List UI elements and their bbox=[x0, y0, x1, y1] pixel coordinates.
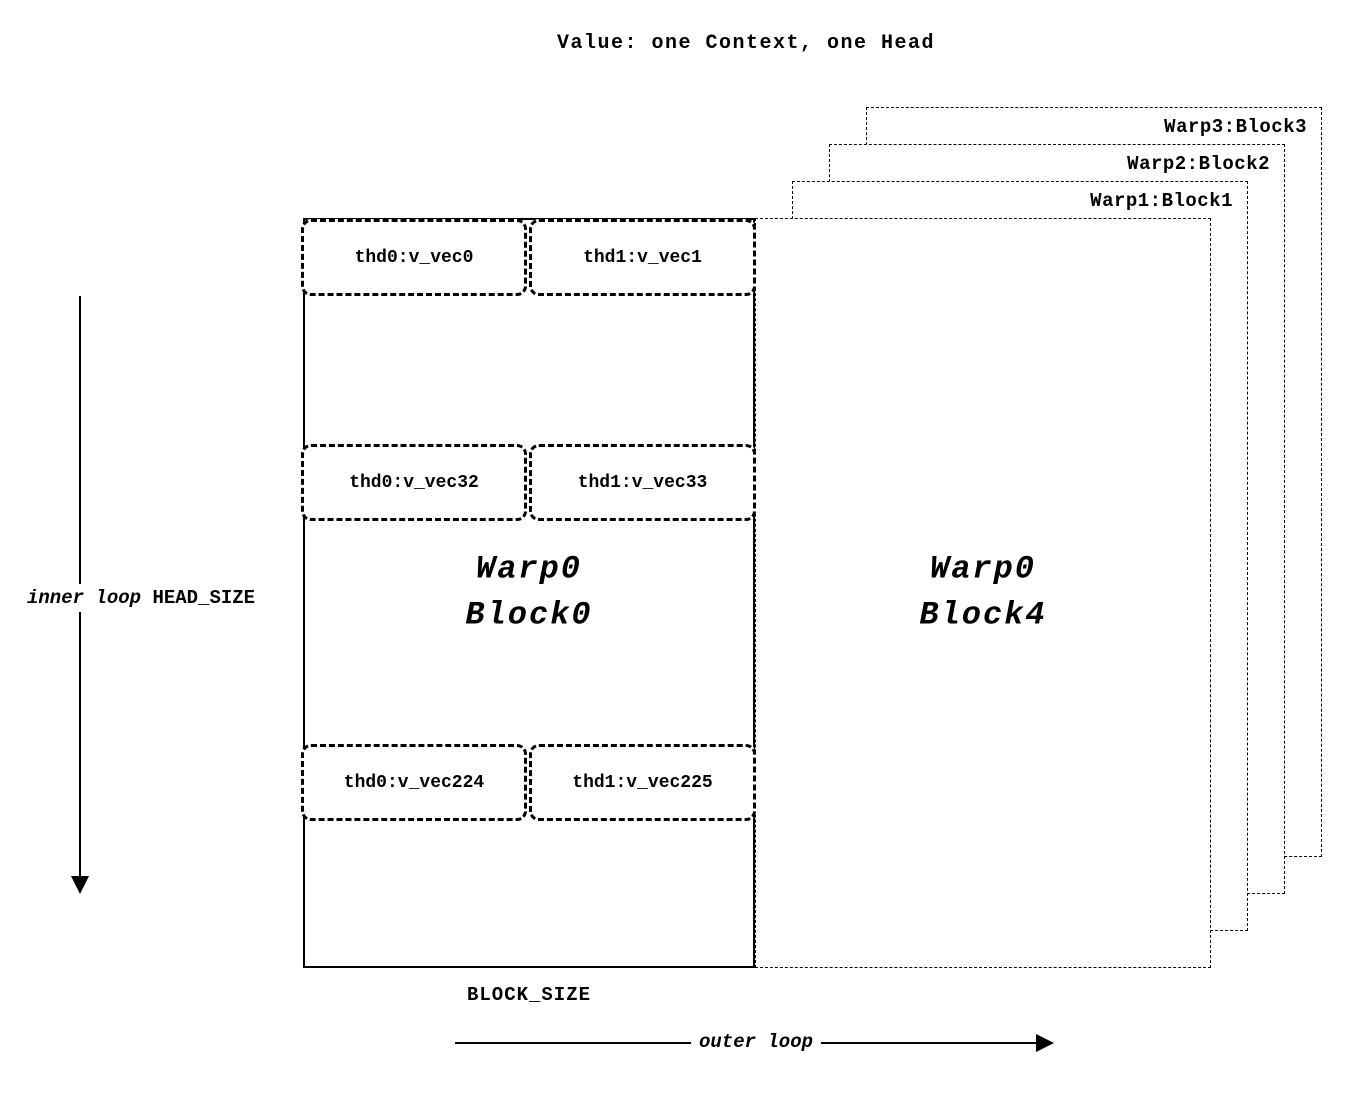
cell-thd0-v_vec0: thd0:v_vec0 bbox=[301, 219, 527, 296]
cell-thd1-v_vec33: thd1:v_vec33 bbox=[529, 444, 756, 521]
warp0-block0-label-line1: Warp0 bbox=[475, 550, 582, 588]
warp0-block0-rect: Warp0 Block0 bbox=[303, 218, 755, 968]
cell-thd1-v_vec225: thd1:v_vec225 bbox=[529, 744, 756, 821]
diagram-title: Value: one Context, one Head bbox=[556, 32, 936, 55]
inner-loop-arrow-down-icon bbox=[71, 876, 89, 894]
warp0-block0-label: Warp0 Block0 bbox=[465, 547, 592, 640]
warp0-block4-label-line2: Block4 bbox=[919, 597, 1047, 634]
warp2-block2-label: Warp2:Block2 bbox=[1127, 153, 1270, 175]
head-size-text: HEAD_SIZE bbox=[152, 587, 256, 609]
cell-thd1-v_vec1: thd1:v_vec1 bbox=[529, 219, 756, 296]
warp0-block0-label-line2: Block0 bbox=[465, 597, 593, 634]
warp0-block4-rect: Warp0 Block4 bbox=[755, 218, 1211, 968]
block-size-axis-label: BLOCK_SIZE bbox=[466, 984, 592, 1006]
warp3-block3-label: Warp3:Block3 bbox=[1164, 116, 1307, 138]
inner-loop-axis-label: inner loop HEAD_SIZE bbox=[22, 584, 261, 612]
outer-loop-axis-label: outer loop bbox=[690, 1031, 822, 1053]
inner-loop-text: inner loop bbox=[27, 587, 142, 609]
warp1-block1-label: Warp1:Block1 bbox=[1090, 190, 1233, 212]
outer-loop-arrow-right-icon bbox=[1036, 1034, 1054, 1052]
cell-thd0-v_vec224: thd0:v_vec224 bbox=[301, 744, 527, 821]
warp0-block4-label-line1: Warp0 bbox=[929, 550, 1036, 588]
warp0-block4-label: Warp0 Block4 bbox=[919, 547, 1046, 640]
cell-thd0-v_vec32: thd0:v_vec32 bbox=[301, 444, 527, 521]
